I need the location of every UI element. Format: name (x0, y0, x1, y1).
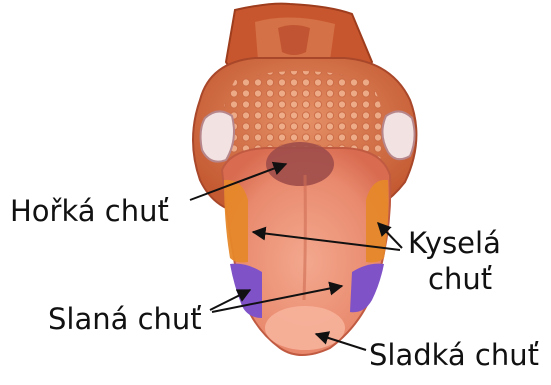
label-sour: Kyselá (408, 226, 501, 260)
label-bitter: Hořká chuť (10, 194, 169, 228)
tonsil-right (382, 111, 414, 159)
label-sweet: Sladká chuť (369, 338, 539, 372)
sweet-zone (265, 306, 345, 350)
sour-zone-right (366, 180, 389, 263)
sour-zone-left (224, 180, 248, 263)
salty-zone-left (230, 264, 262, 318)
tonsil-left (201, 111, 234, 161)
label-salty: Slaná chuť (48, 302, 202, 336)
label-sour-line2: chuť (428, 262, 492, 296)
salty-zone-right (350, 264, 384, 313)
bitter-zone (266, 142, 334, 186)
